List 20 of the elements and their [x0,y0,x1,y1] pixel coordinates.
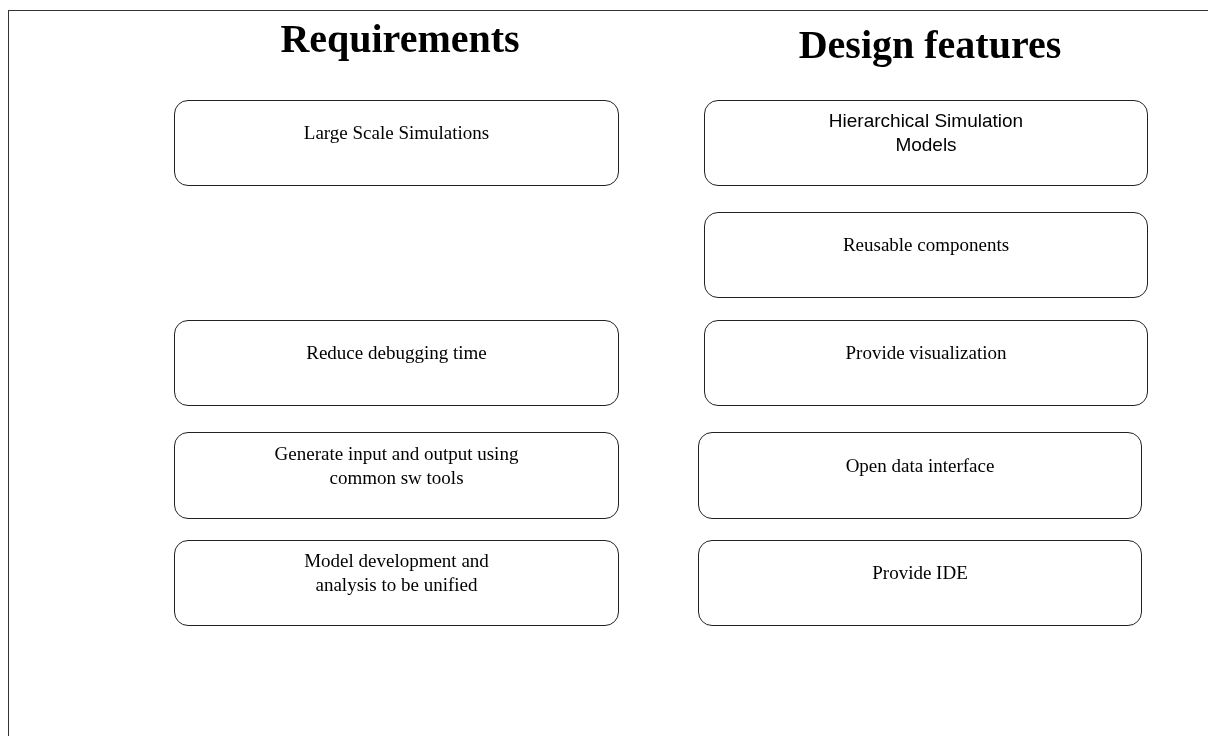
rounded-box [698,540,1142,626]
rounded-box [704,320,1148,406]
rounded-box [174,540,619,626]
box-text: Open data interface [845,453,995,478]
column-heading: Design features [797,21,1063,69]
column-heading: Requirements [279,15,521,63]
rounded-box [704,100,1148,186]
rounded-box [174,432,619,519]
rounded-box [174,100,619,186]
box-text: Provide visualization [845,341,1007,365]
box-text: Reduce debugging time [306,341,487,365]
rounded-box [704,212,1148,298]
box-text: Reusable components [842,233,1010,257]
box-text: Generate input and output using common sw tools [273,441,520,490]
box-text: Provide IDE [872,561,968,585]
box-text: Model development and analysis to be unified [303,549,490,597]
rounded-box [174,320,619,406]
box-text: Large Scale Simulations [303,121,490,145]
rounded-box [698,432,1142,519]
box-text: Hierarchical Simulation Models [827,109,1025,157]
